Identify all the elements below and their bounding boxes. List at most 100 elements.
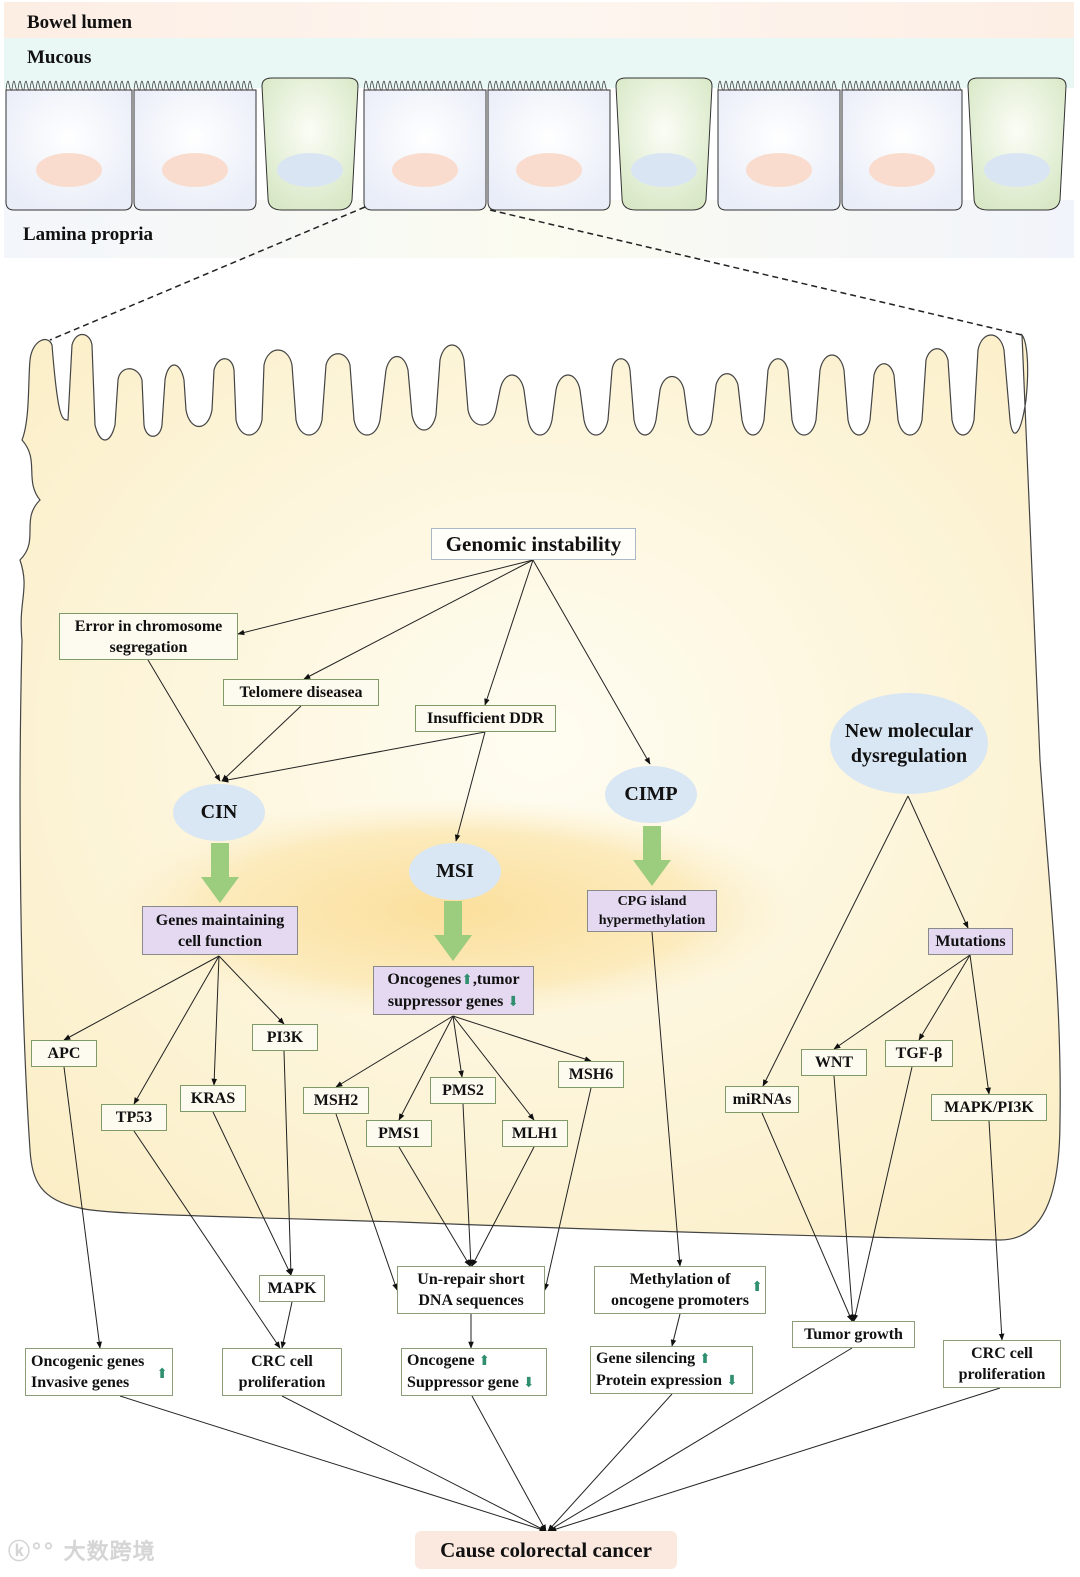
cell-nucleus: [869, 153, 935, 187]
node-label: TGF-β: [895, 1045, 943, 1062]
arrow-mirnas-to-tumor: [761, 1112, 853, 1322]
bowel-lumen-label: Bowel lumen: [27, 12, 133, 33]
microvilli: [717, 80, 839, 91]
node-gene-silencing-protein-expression: Gene silencing ⬆ Protein expression ⬇: [590, 1346, 753, 1394]
node-unrepair-dna: Un-repair short DNA sequences: [397, 1266, 545, 1314]
pathway-arrows: [63, 559, 1005, 1532]
zoom-line-left: [49, 206, 366, 341]
microvilli: [841, 80, 963, 91]
node-label: APC: [47, 1045, 81, 1062]
node-label: CPG island: [617, 894, 687, 909]
arrow-error-to-cin: [147, 659, 221, 782]
node-label: segregation: [109, 638, 188, 656]
node-label: miRNAs: [732, 1091, 792, 1108]
arrow-onc-to-msh2: [335, 1015, 454, 1088]
arrow-newmol-to-mutations: [907, 795, 969, 929]
arrow-genes-to-pi3k: [218, 955, 285, 1025]
arrow-genomic-to-telomere: [303, 559, 534, 680]
node-label: Invasive genes: [31, 1374, 130, 1391]
node-label: WNT: [814, 1054, 854, 1071]
node-oncogene-suppressor-gene: Oncogene ⬆ Suppressor gene ⬇: [401, 1348, 547, 1396]
cell-nucleus: [516, 153, 582, 187]
lamina-propria-label: Lamina propria: [23, 224, 154, 245]
node-oncogenic-invasive-genes: Oncogenic genes Invasive genes ⬆: [25, 1348, 173, 1396]
arrow-tumor-to-final: [547, 1347, 853, 1532]
cell-nucleus: [746, 153, 812, 187]
mucous-band: [4, 38, 1074, 88]
arrow-pi3k-to-mapk: [283, 1050, 294, 1276]
goblet-cell: [261, 77, 359, 211]
arrow-apc-to-oncogenic: [63, 1066, 102, 1349]
arrow-kras-to-mapk: [212, 1111, 292, 1276]
node-oncogenes-tumor-suppressor: Oncogenes⬆,tumor suppressor genes ⬇: [373, 966, 534, 1015]
arrow-onc-to-pms1: [398, 1015, 454, 1121]
node-cin: CIN: [173, 784, 265, 841]
node-wnt: WNT: [801, 1049, 867, 1076]
green-arrow-msi: [434, 901, 472, 961]
up-arrow-icon: ⬆: [699, 1352, 711, 1367]
node-label: suppressor genes ⬇: [388, 991, 519, 1013]
cell-nucleus: [36, 153, 102, 187]
node-genes-maintaining-cell-function: Genes maintaining cell function: [142, 906, 298, 955]
node-label: CRC cell: [251, 1353, 313, 1370]
arrow-pms1-to-unrepair: [398, 1146, 471, 1267]
up-arrow-icon: ⬆: [751, 1280, 763, 1295]
arrow-msh6-to-unrepair: [543, 1087, 592, 1291]
node-apc: APC: [31, 1040, 97, 1067]
cell-nucleus: [984, 153, 1050, 187]
mucous-label: Mucous: [27, 47, 92, 68]
node-mapk-pi3k: MAPK/PI3K: [931, 1094, 1047, 1121]
up-arrow-icon: ⬆: [478, 1354, 491, 1369]
arrow-msh2-to-unrepair: [335, 1113, 398, 1291]
arrow-ddr-to-msi: [454, 731, 486, 842]
node-label: CRC cell: [971, 1345, 1033, 1362]
node-pms2: PMS2: [430, 1077, 496, 1104]
label-part: ,tumor: [472, 970, 520, 988]
node-label: dysregulation: [850, 744, 968, 767]
down-arrow-icon: ⬇: [522, 1376, 535, 1391]
node-label: PMS2: [442, 1082, 484, 1099]
down-arrow-icon: ⬇: [726, 1374, 738, 1389]
arrow-onc-to-mlh1: [452, 1015, 535, 1121]
node-label: Genomic instability: [445, 531, 622, 556]
node-cpg-island-hypermethylation: CPG island hypermethylation: [587, 890, 717, 932]
arrow-genomic-to-ddr: [484, 559, 534, 706]
arrow-crcr-to-final: [549, 1387, 1001, 1532]
cell-nucleus: [277, 153, 343, 187]
node-label: Oncogenes⬆,tumor: [387, 969, 519, 991]
arrow-genes-to-kras: [211, 955, 220, 1086]
node-label: oncogene promoters: [611, 1292, 749, 1309]
cell-nucleus: [162, 153, 228, 187]
node-label: Suppressor gene ⬇: [407, 1372, 535, 1394]
arrow-telomere-to-cin: [221, 705, 302, 782]
absorptive-cell: [5, 89, 133, 211]
green-arrow-cin: [201, 843, 239, 903]
node-label: CIN: [200, 801, 238, 823]
node-label: MAPK/PI3K: [944, 1099, 1034, 1116]
node-insufficient-ddr: Insufficient DDR: [415, 705, 556, 732]
arrow-mut-to-tgfb: [918, 954, 971, 1041]
arrow-genomic-to-error: [237, 559, 534, 636]
arrow-cpg-to-methylation: [651, 931, 683, 1267]
down-arrow-icon: ⬇: [507, 994, 520, 1010]
label-part: Oncogene: [407, 1352, 475, 1369]
node-label: MLH1: [511, 1125, 559, 1142]
watermark: ⓚ°° 大数跨境: [8, 1540, 156, 1565]
arrow-newmol-to-mirnas: [762, 795, 909, 1087]
node-label: Insufficient DDR: [427, 710, 544, 727]
node-label: Error in chromosome: [74, 617, 223, 635]
node-label: CIMP: [624, 783, 678, 805]
node-label: hypermethylation: [598, 913, 706, 928]
node-label: Un-repair short: [417, 1271, 525, 1288]
node-error-chromosome-segregation: Error in chromosome segregation: [59, 613, 238, 660]
node-crc-cell-proliferation-right: CRC cell proliferation: [943, 1340, 1061, 1388]
node-label: MAPK: [267, 1280, 317, 1297]
arrow-tgfb-to-tumor: [852, 1066, 913, 1322]
arrow-wnt-to-tumor: [833, 1075, 856, 1322]
arrow-onc-to-msh6: [452, 1015, 592, 1062]
node-tp53: TP53: [101, 1104, 167, 1131]
node-label: KRAS: [190, 1090, 236, 1107]
arrow-mapk-to-crc: [280, 1301, 293, 1349]
node-label: PMS1: [378, 1125, 420, 1142]
node-label: MSH2: [313, 1092, 359, 1109]
